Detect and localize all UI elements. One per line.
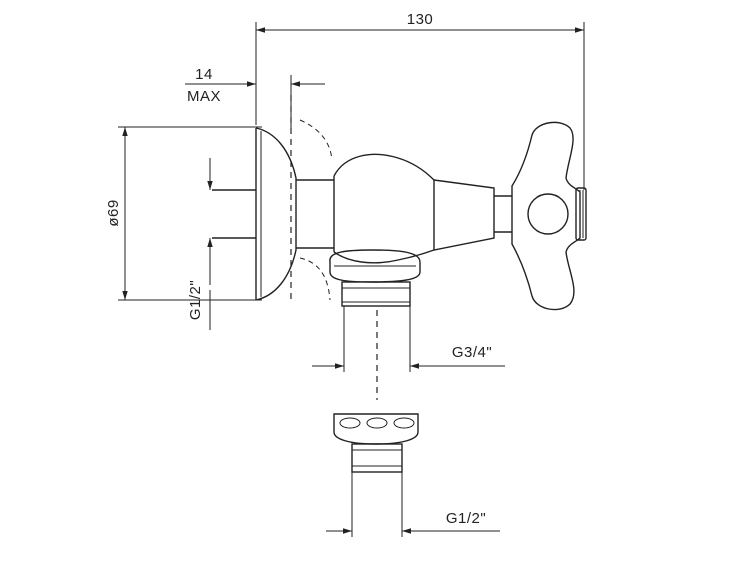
dimension-overall-length: 130 — [255, 11, 585, 190]
wall-depth-value: 14 — [195, 66, 213, 83]
dimension-inlet-thread: G1/2" — [187, 158, 213, 330]
valve-body — [296, 153, 512, 264]
dimension-wall-depth: 14 MAX — [185, 66, 325, 128]
overall-length-label: 130 — [407, 11, 434, 28]
flange-diameter-label: ø69 — [105, 199, 122, 226]
inlet-thread-label: G1/2" — [187, 280, 204, 320]
outlet-connection — [329, 249, 421, 400]
outlet-thread-label: G3/4" — [452, 344, 492, 361]
dimension-flange-diameter: ø69 — [105, 126, 262, 301]
wall-depth-note: MAX — [187, 88, 221, 105]
wall-flange — [212, 95, 333, 301]
dimension-adapter-thread: G1/2" — [326, 510, 500, 534]
adapter-thread-label: G1/2" — [446, 510, 486, 527]
adapter-fitting — [333, 413, 419, 537]
dimension-outlet-thread: G3/4" — [312, 344, 505, 369]
cross-handle — [511, 121, 587, 311]
